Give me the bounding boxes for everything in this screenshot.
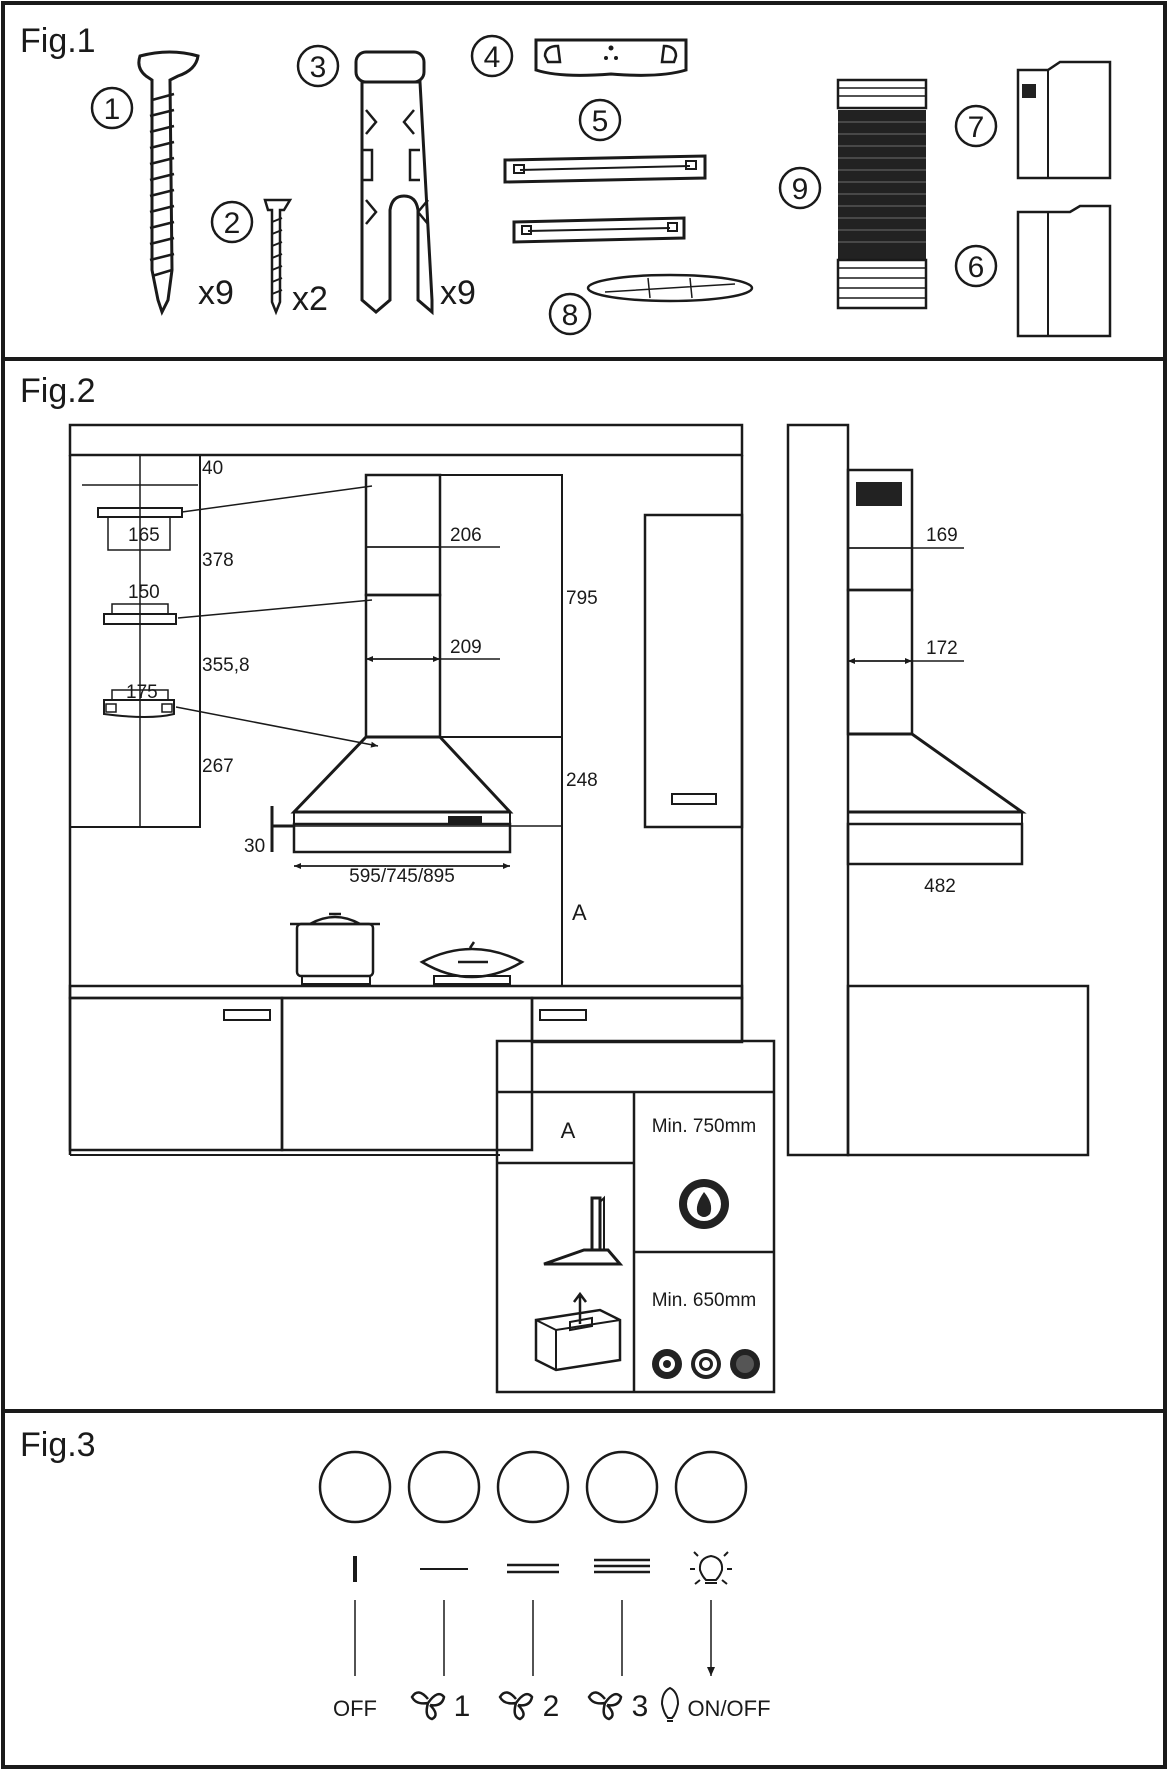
part-3-quantity: x9: [440, 274, 476, 312]
part-4-number: 4: [470, 34, 514, 78]
part-9-number: 9: [778, 166, 822, 210]
fig1-title: Fig.1: [20, 22, 96, 60]
lower-chimney-cover-icon: [1016, 204, 1112, 338]
light-button[interactable]: [674, 1450, 748, 1524]
hanging-bracket-icon: [534, 38, 688, 77]
chimney-bracket-icon: [503, 154, 707, 244]
svg-text:7: 7: [968, 111, 985, 144]
fig1-panel: Fig.1 1 x9 2 x2 3: [1, 1, 1167, 361]
clearance-table: A Min. 750mm Min. 650mm: [495, 1039, 776, 1394]
part-1-number: 1: [90, 86, 134, 130]
speed-2-button[interactable]: [496, 1450, 570, 1524]
speed-1-button[interactable]: [407, 1450, 481, 1524]
fig2-title: Fig.2: [20, 372, 96, 410]
dim-vertical-1: 378: [202, 550, 234, 571]
dim-hood-height: 248: [566, 770, 598, 791]
side-dim-depth: 482: [924, 876, 956, 897]
air-outlet-flange-icon: [586, 273, 754, 303]
side-kitchen-view: 169 172 482: [786, 423, 1090, 1157]
ducting-box-icon: [534, 1291, 622, 1372]
dim-width-3: 175: [126, 682, 158, 703]
fan-icon: [498, 1691, 534, 1721]
light-on-off-label: ON/OFF: [687, 1696, 770, 1721]
dim-vertical-2: 355,8: [202, 655, 250, 676]
svg-text:3: 3: [310, 51, 327, 84]
dim-widths: 595/745/895: [349, 866, 455, 887]
gas-min-label: Min. 750mm: [652, 1116, 757, 1137]
fig3-panel: Fig.3 OFF 1 2 3: [1, 1409, 1167, 1769]
off-button[interactable]: [318, 1450, 392, 1524]
part-6-number: 6: [954, 244, 998, 288]
fan-icon: [410, 1691, 446, 1721]
speed-2-icon: [507, 1563, 559, 1574]
part-7-number: 7: [954, 104, 998, 148]
hood-icon: [543, 1195, 624, 1266]
dim-vertical-3: 267: [202, 756, 234, 777]
svg-text:8: 8: [562, 299, 579, 332]
small-screw-icon: [263, 198, 293, 316]
light-bulb-icon: [690, 1551, 732, 1585]
dim-height-total: 795: [566, 588, 598, 609]
part-2-number: 2: [210, 200, 254, 244]
distance-label-a: A: [572, 900, 587, 925]
svg-text:5: 5: [592, 105, 609, 138]
speed-3-icon: [594, 1558, 650, 1574]
speed-2-label: 2: [543, 1690, 560, 1723]
speed-1-label: 1: [454, 1690, 471, 1723]
svg-text:9: 9: [792, 173, 809, 206]
table-header-a: A: [561, 1118, 576, 1143]
dim-top: 40: [202, 458, 223, 479]
dim-width-1: 165: [128, 525, 160, 546]
off-label: OFF: [333, 1696, 377, 1721]
electric-min-label: Min. 650mm: [652, 1290, 757, 1311]
part-5-number: 5: [578, 98, 622, 142]
svg-text:6: 6: [968, 251, 985, 284]
dim-duct-lower: 209: [450, 637, 482, 658]
part-3-number: 3: [296, 44, 340, 88]
gas-flame-icon: [679, 1179, 729, 1229]
part-1-quantity: x9: [198, 274, 234, 312]
electric-hob-icon: [652, 1349, 760, 1379]
speed-3-button[interactable]: [585, 1450, 659, 1524]
long-screw-icon: [137, 50, 200, 316]
part-8-number: 8: [548, 292, 592, 336]
svg-text:2: 2: [224, 207, 241, 240]
svg-text:1: 1: [104, 93, 121, 126]
front-dimensions: 40 165 378 150 355,8 175 267 206 209 795…: [126, 458, 598, 925]
svg-text:4: 4: [484, 41, 501, 74]
upper-chimney-cover-icon: [1016, 60, 1112, 180]
dim-duct-upper: 206: [450, 525, 482, 546]
speed-3-label: 3: [632, 1690, 649, 1723]
dim-width-2: 150: [128, 582, 160, 603]
side-dim-duct-upper: 169: [926, 525, 958, 546]
fan-icon: [587, 1691, 623, 1721]
side-dim-duct-lower: 172: [926, 638, 958, 659]
flexible-duct-icon: [836, 78, 928, 310]
dim-thickness: 30: [244, 836, 265, 857]
fig3-title: Fig.3: [20, 1426, 96, 1464]
fig2-panel: Fig.2: [1, 357, 1167, 1413]
light-bulb-icon: [660, 1686, 680, 1722]
part-2-quantity: x2: [292, 280, 328, 318]
wall-plug-icon: [354, 50, 434, 316]
front-kitchen-view: [68, 423, 744, 1156]
